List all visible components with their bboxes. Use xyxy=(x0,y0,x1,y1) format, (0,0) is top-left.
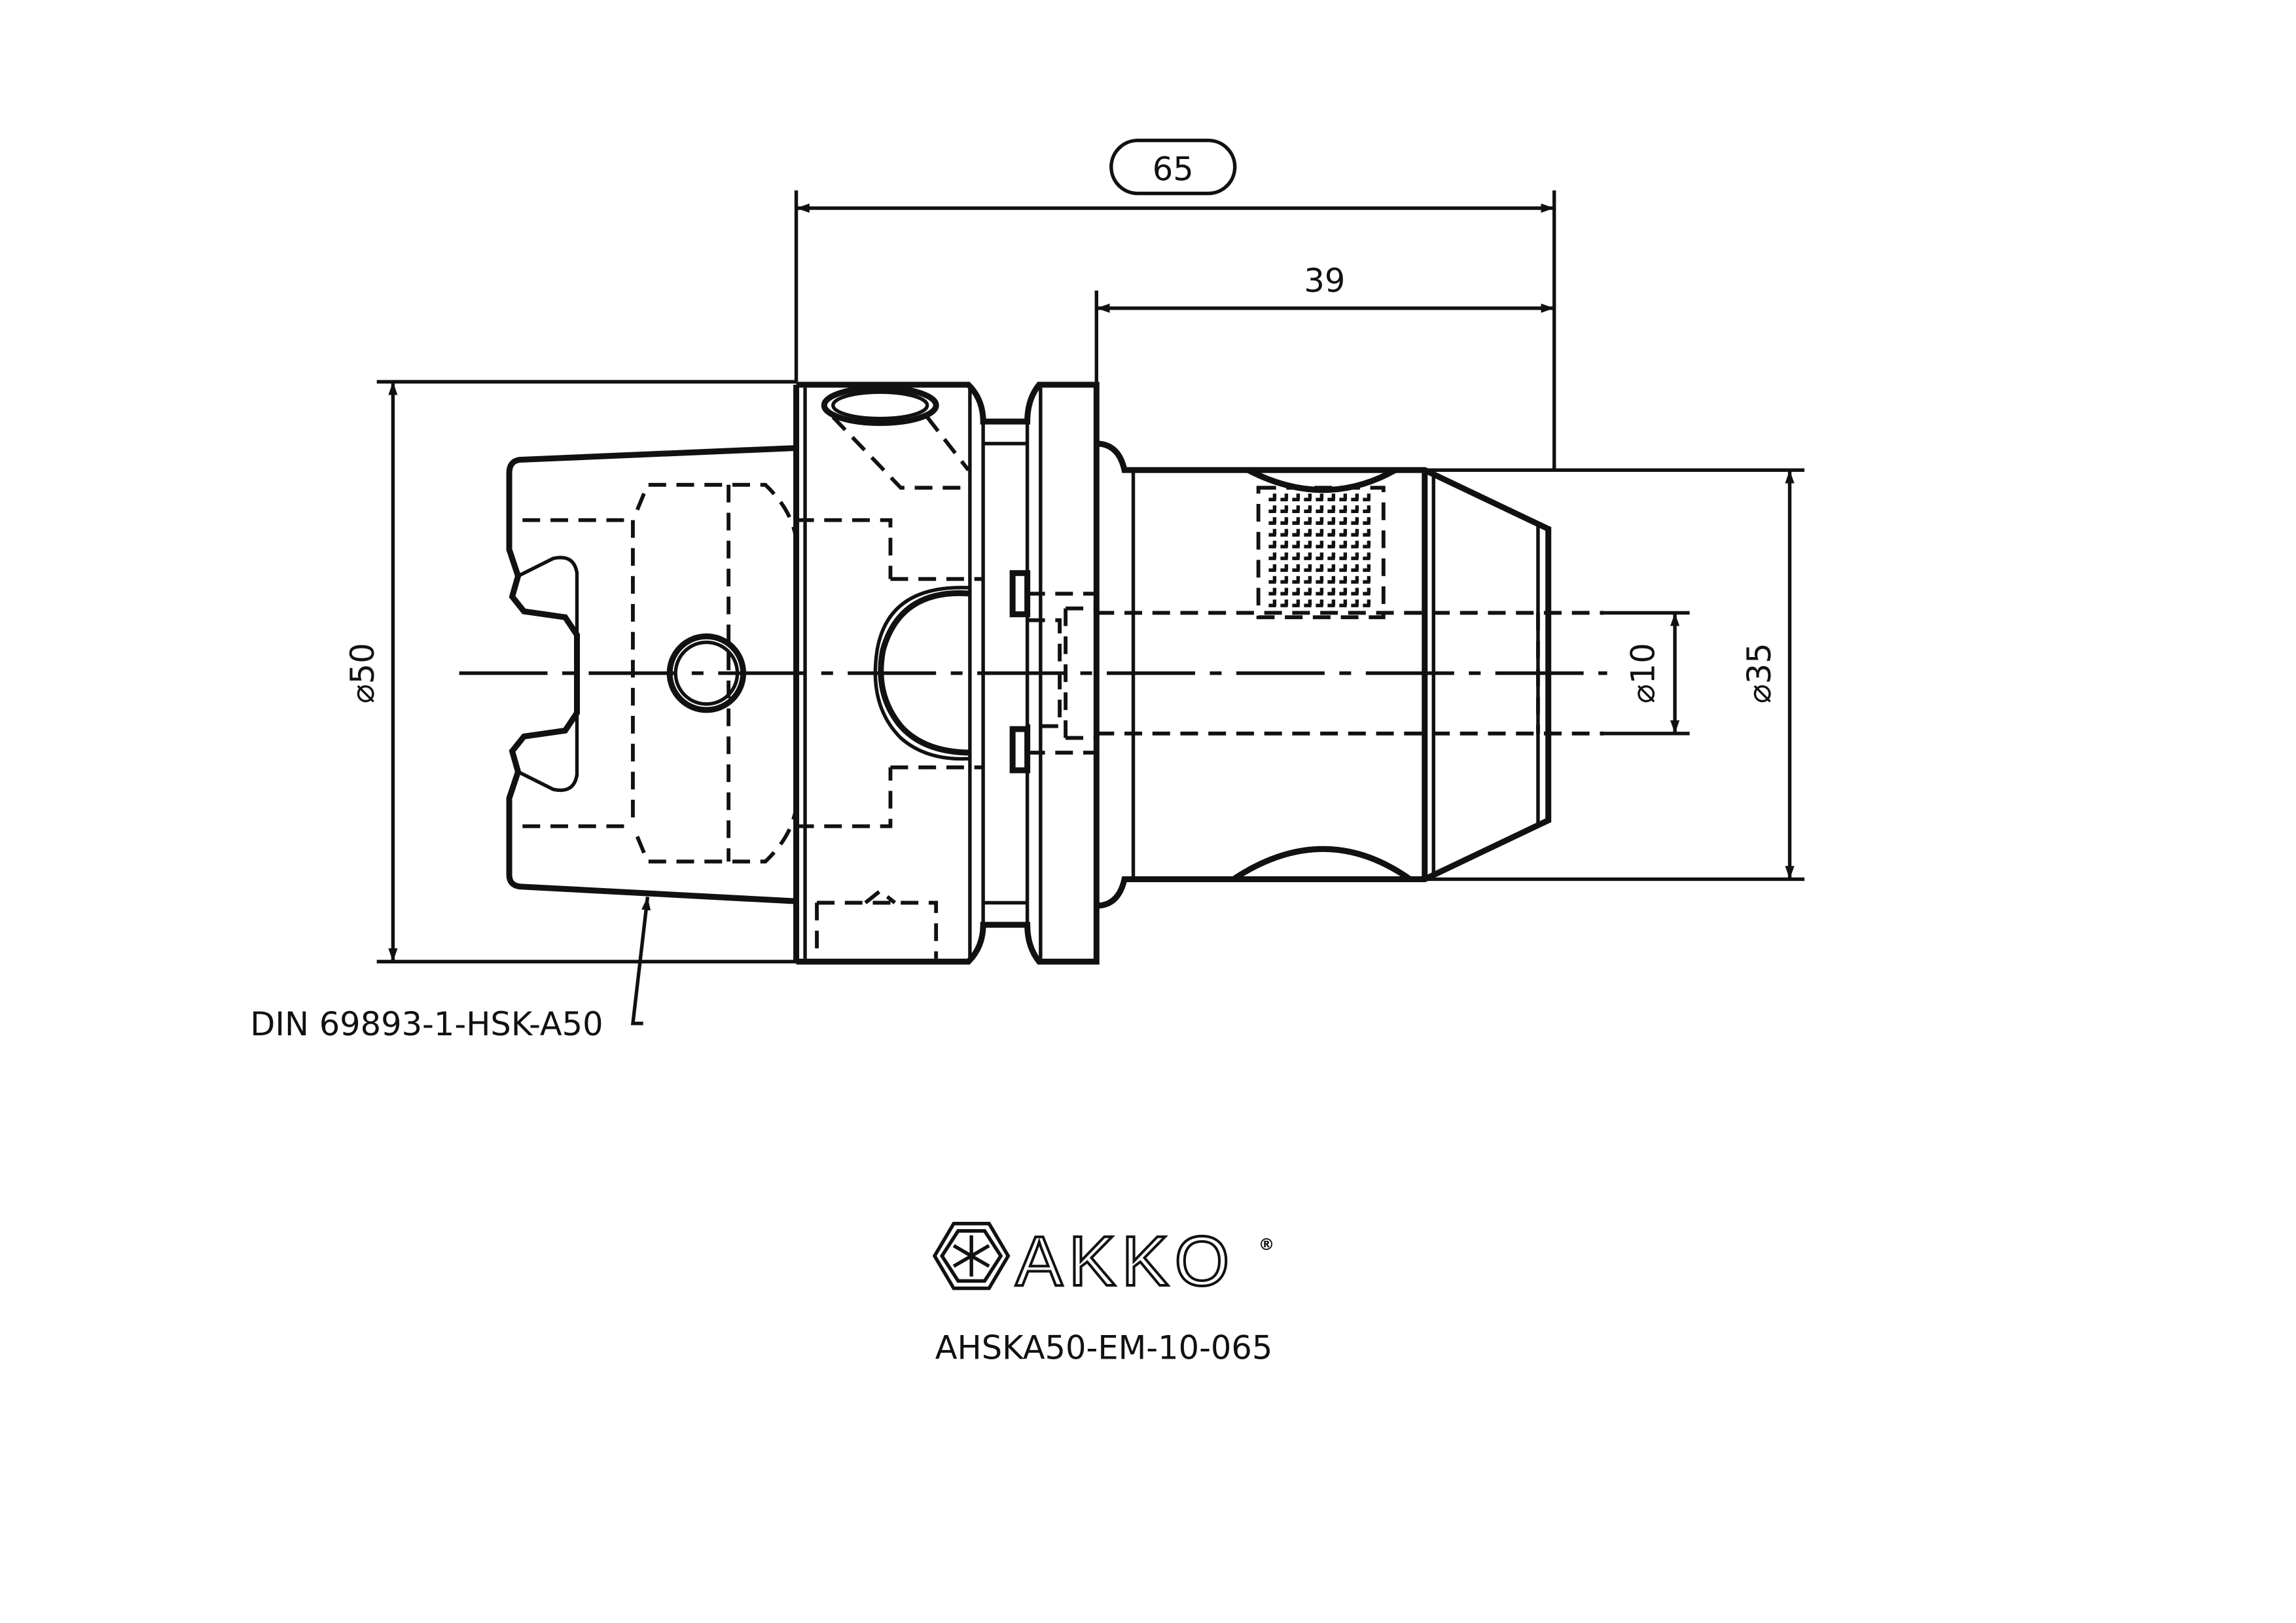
dim-flange-diameter-text: ⌀50 xyxy=(344,643,382,704)
inspection-dimension-frame xyxy=(1109,138,1237,196)
dimension-collet-diameter: ⌀35 xyxy=(1424,468,1804,882)
dimension-overall-length: 65 xyxy=(794,138,1556,471)
knurled-flat xyxy=(1268,493,1375,612)
standard-callout-text: DIN 69893-1-HSK-A50 xyxy=(250,1005,603,1043)
dim-projection-length-text: 39 xyxy=(1304,262,1345,300)
dimension-projection-length: 39 xyxy=(1094,262,1554,382)
dim-collet-diameter-text: ⌀35 xyxy=(1740,643,1778,704)
product-code: AHSKA50-EM-10-065 xyxy=(935,1329,1273,1367)
registered-mark: ® xyxy=(1259,1235,1275,1254)
dimension-flange-diameter: ⌀50 xyxy=(344,380,797,964)
akko-wordmark: AKKO xyxy=(1016,1221,1236,1300)
dim-overall-length-text: 65 xyxy=(1153,150,1194,188)
dimension-bore-diameter: ⌀10 xyxy=(1604,611,1690,736)
dim-bore-diameter-text: ⌀10 xyxy=(1624,643,1662,704)
akko-logo: AKKO ® xyxy=(932,1220,1275,1302)
standard-callout: DIN 69893-1-HSK-A50 xyxy=(250,897,651,1043)
akko-emblem-icon xyxy=(932,1221,1011,1291)
